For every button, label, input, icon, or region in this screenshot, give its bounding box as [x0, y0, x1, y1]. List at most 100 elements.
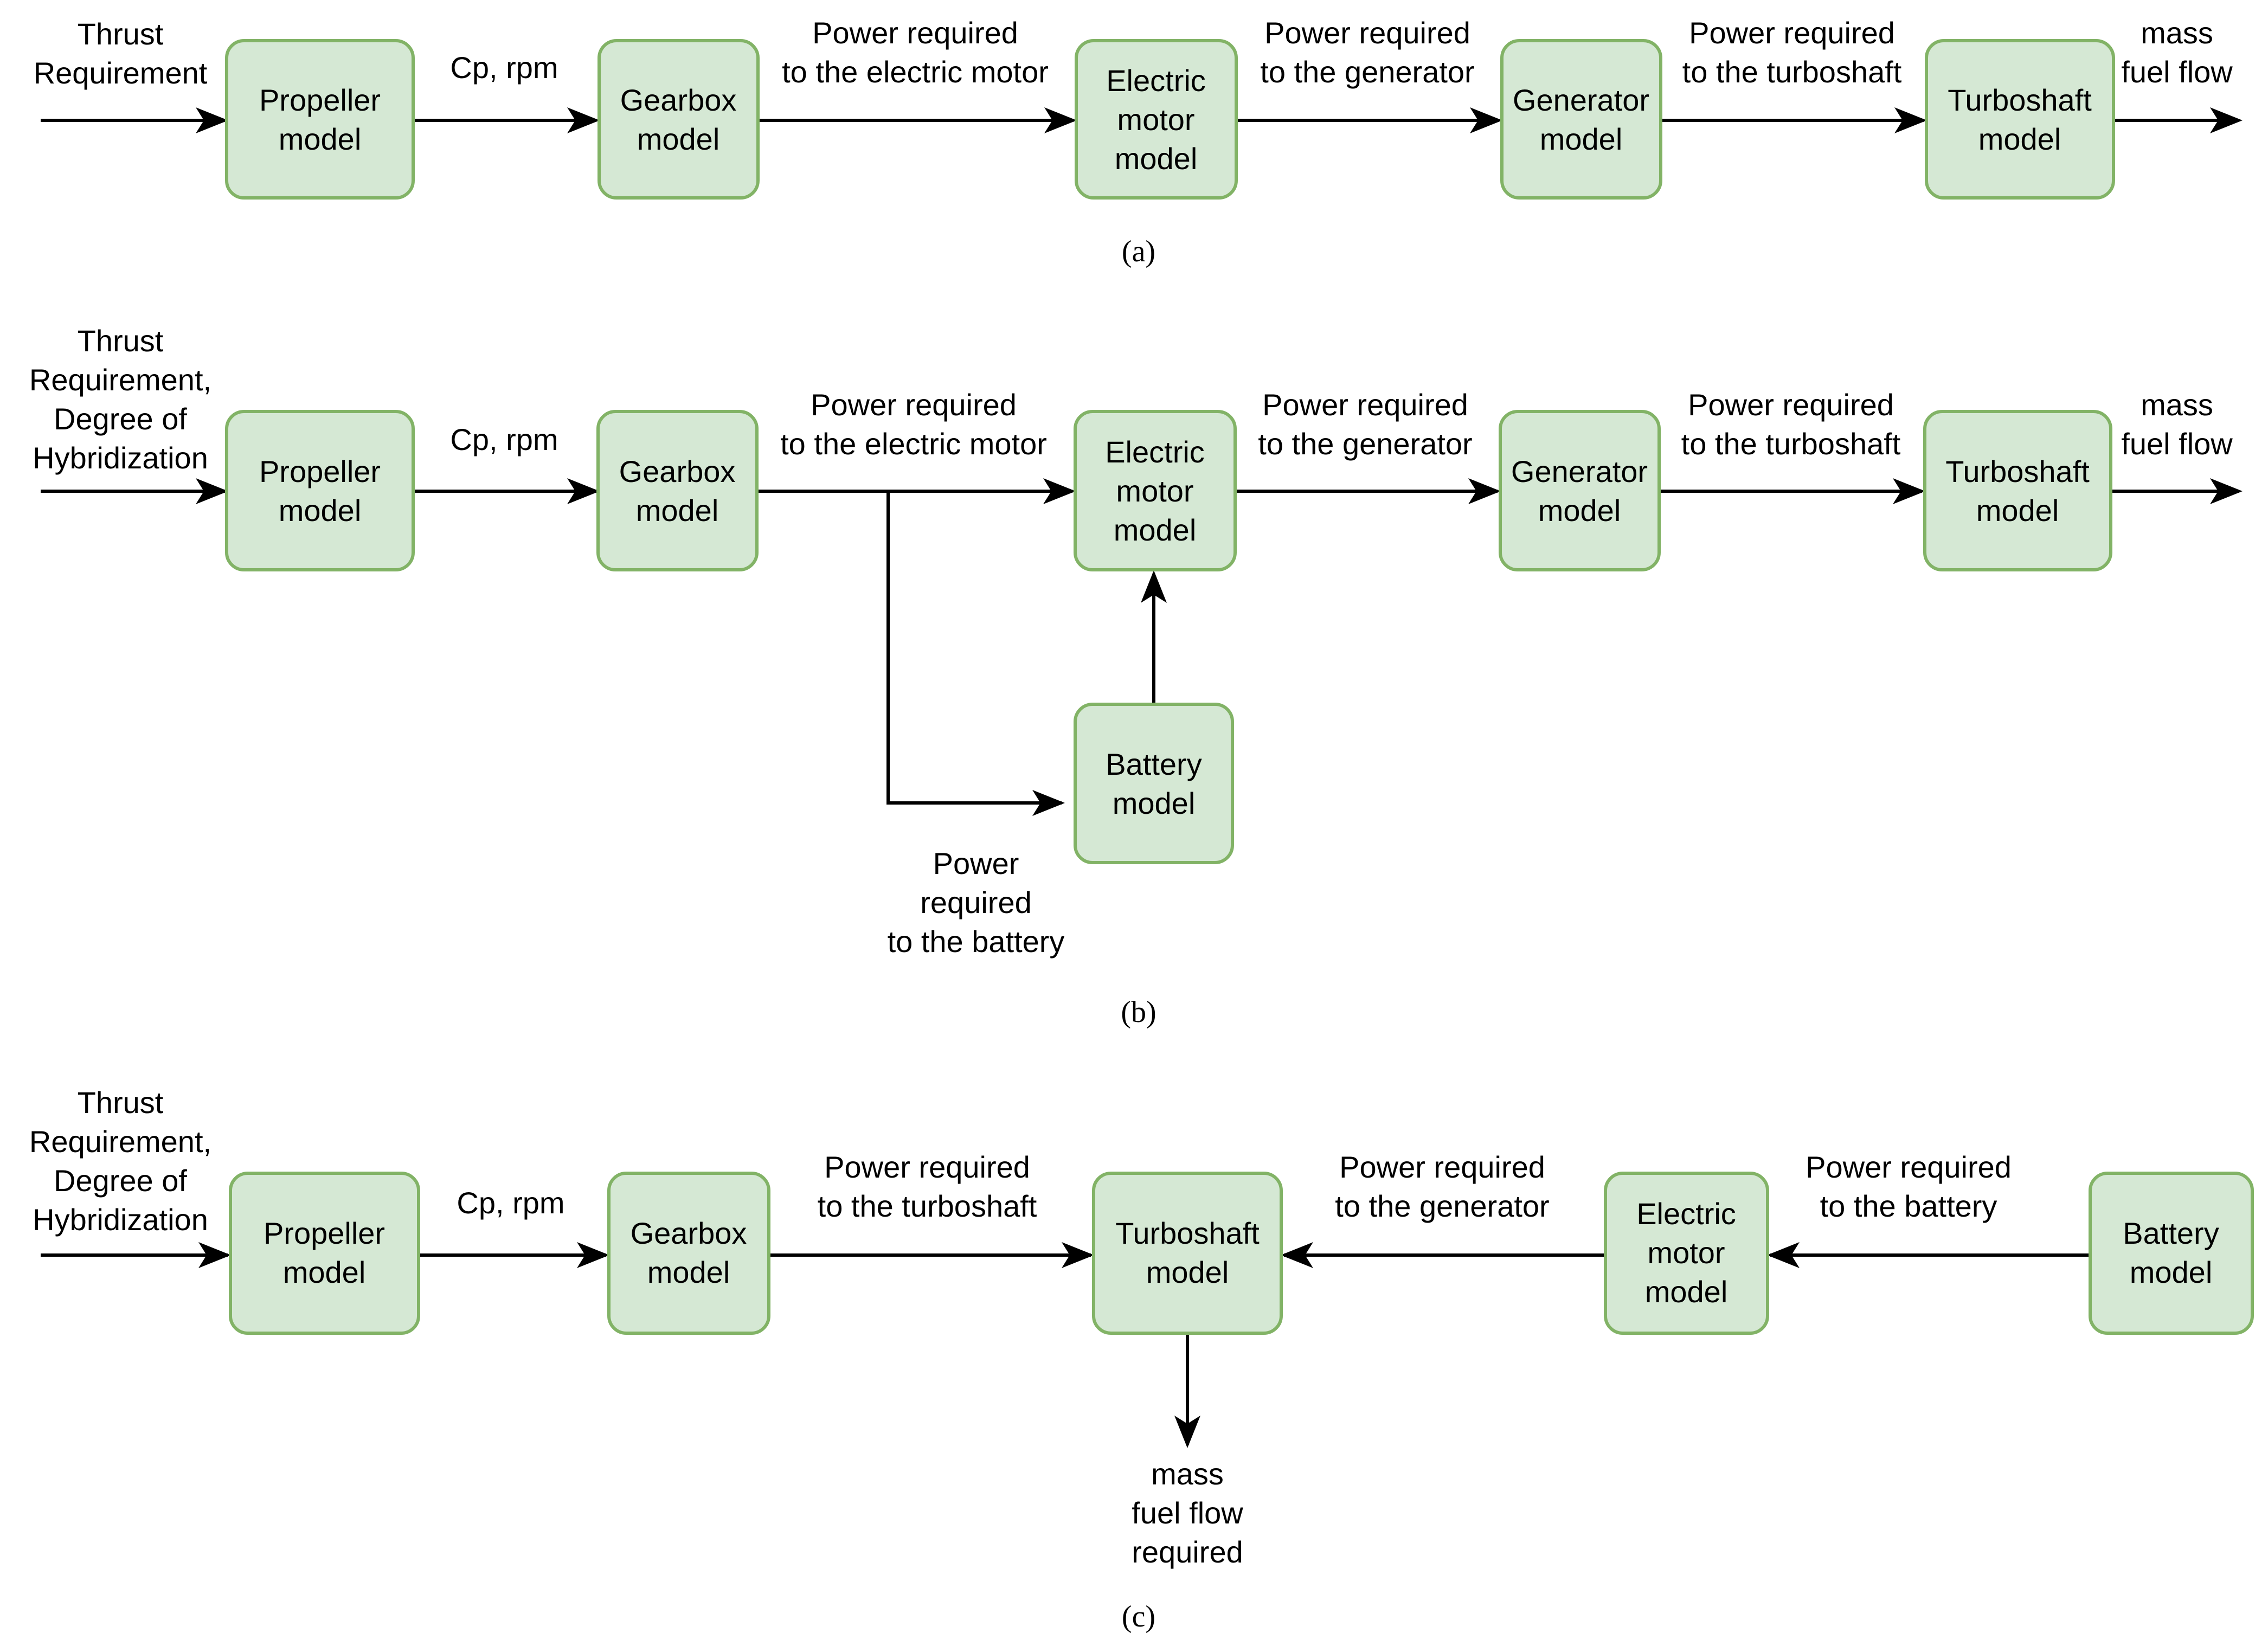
battery-branch-arrow	[886, 491, 1065, 816]
text-line: Cp, rpm	[450, 422, 558, 456]
cp-rpm-label: Cp, rpm	[450, 422, 558, 456]
turboshaft-model-label: Turboshaft model	[1945, 454, 2090, 528]
text-line: model	[1976, 493, 2059, 528]
text-line: model	[1540, 122, 1623, 156]
gearbox-model-box	[597, 39, 760, 200]
electric-motor-model-label: Electric motor model	[1636, 1197, 1736, 1309]
text-line: motor	[1117, 102, 1194, 137]
text-line: Propeller	[264, 1216, 385, 1250]
cp-rpm-label: Cp, rpm	[457, 1186, 564, 1220]
propeller-model-box	[225, 410, 415, 571]
text-line: Power required	[811, 388, 1017, 422]
text-line: Turboshaft	[1945, 454, 2090, 488]
text-line: Degree of	[54, 402, 187, 436]
text-line: Hybridization	[33, 441, 208, 475]
turboshaft-model-box	[1923, 410, 2112, 571]
propeller-model-box	[229, 1172, 420, 1335]
text-line: motor	[1647, 1236, 1725, 1270]
panel-c: Propeller model Gearbox model Turboshaft mo…	[29, 1085, 2254, 1634]
text-line: model	[1113, 786, 1196, 820]
text-line: to the generator	[1260, 55, 1474, 89]
text-line: Thrust	[78, 324, 164, 358]
text-line: mass	[1151, 1457, 1224, 1491]
text-line: to the electric motor	[780, 427, 1047, 461]
text-line: Power required	[812, 16, 1018, 50]
text-line: model	[1114, 513, 1197, 547]
text-line: to the generator	[1335, 1189, 1549, 1223]
propeller-model-label: Propeller model	[259, 454, 381, 528]
power-motor-label: Power required to the electric motor	[780, 388, 1047, 461]
turboshaft-model-label: Turboshaft model	[1948, 83, 2092, 156]
text-line: Battery	[2123, 1216, 2219, 1250]
generator-model-label: Generator model	[1513, 83, 1649, 156]
battery-model-label: Battery model	[1106, 747, 1202, 820]
electric-motor-model-box	[1604, 1172, 1769, 1335]
text-line: to the turboshaft	[818, 1189, 1037, 1223]
turboshaft-model-box	[1092, 1172, 1283, 1335]
text-line: Gearbox	[620, 83, 737, 117]
text-line: Electric	[1105, 435, 1205, 469]
text-line: to the turboshaft	[1681, 427, 1901, 461]
text-line: model	[1538, 493, 1621, 528]
text-line: motor	[1116, 474, 1193, 508]
battery-model-box	[2089, 1172, 2254, 1335]
power-battery-label: Power required to the battery	[1806, 1150, 2012, 1223]
text-line: model	[1115, 142, 1198, 176]
text-line: to the battery	[888, 924, 1065, 959]
text-line: Cp, rpm	[457, 1186, 564, 1220]
caption-a: (a)	[1122, 235, 1155, 268]
generator-model-box	[1499, 410, 1661, 571]
text-line: Requirement,	[29, 363, 211, 397]
text-line: Turboshaft	[1948, 83, 2092, 117]
text-line: model	[1645, 1275, 1728, 1309]
caption-c: (c)	[1122, 1600, 1155, 1634]
text-line: Power required	[1689, 16, 1895, 50]
gearbox-model-label: Gearbox model	[631, 1216, 747, 1289]
generator-model-label: Generator model	[1511, 454, 1648, 528]
text-line: Propeller	[259, 454, 381, 488]
text-line: model	[647, 1255, 730, 1289]
text-line: Requirement	[34, 56, 208, 90]
text-line: Requirement,	[29, 1124, 211, 1159]
text-line: model	[279, 493, 362, 528]
text-line: Thrust	[78, 17, 164, 51]
text-line: fuel flow	[1132, 1496, 1243, 1530]
text-line: Generator	[1513, 83, 1649, 117]
text-line: Turboshaft	[1115, 1216, 1260, 1250]
text-line: model	[283, 1255, 366, 1289]
text-line: model	[1978, 122, 2061, 156]
text-line: Gearbox	[631, 1216, 747, 1250]
electric-motor-model-label: Electric motor model	[1106, 63, 1206, 176]
text-line: fuel flow	[2121, 55, 2233, 89]
text-line: Generator	[1511, 454, 1648, 488]
text-line: Gearbox	[619, 454, 736, 488]
gearbox-model-label: Gearbox model	[620, 83, 737, 156]
gearbox-model-box	[607, 1172, 770, 1335]
text-line: Power required	[1688, 388, 1894, 422]
text-line: model	[1146, 1255, 1229, 1289]
text-line: Thrust	[78, 1085, 164, 1120]
cp-rpm-label: Cp, rpm	[450, 50, 558, 85]
text-line: Power required	[1806, 1150, 2012, 1184]
text-line: model	[637, 122, 720, 156]
text-line: Electric	[1106, 63, 1206, 98]
battery-model-box	[1074, 703, 1234, 864]
gearbox-model-label: Gearbox model	[619, 454, 736, 528]
power-turboshaft-label: Power required to the turboshaft	[1681, 388, 1901, 461]
text-line: required	[920, 885, 1031, 920]
text-line: Power required	[1264, 16, 1470, 50]
text-line: Electric	[1636, 1197, 1736, 1231]
text-line: Battery	[1106, 747, 1202, 781]
text-line: model	[636, 493, 719, 528]
text-line: to the battery	[1820, 1189, 1997, 1223]
caption-b: (b)	[1121, 995, 1156, 1029]
